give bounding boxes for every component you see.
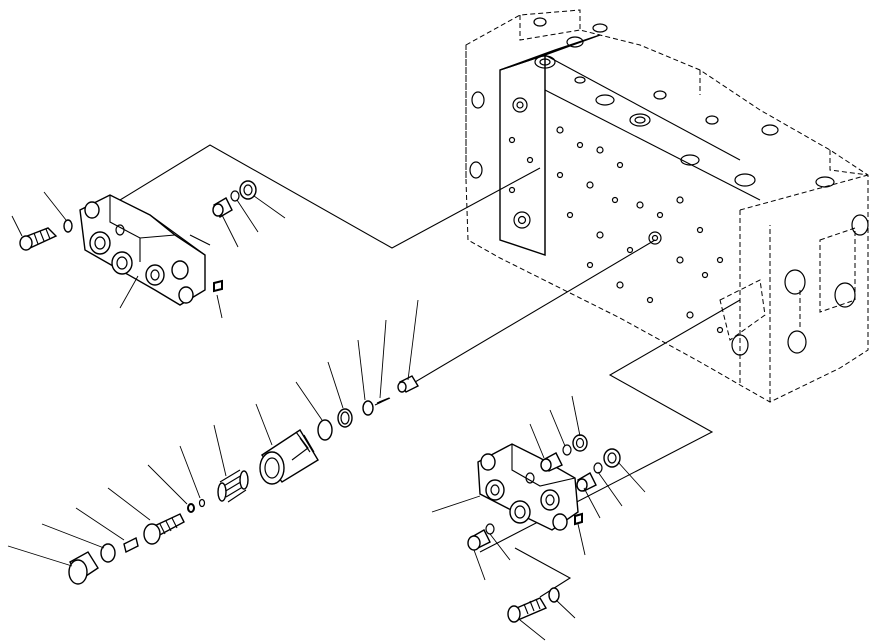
- o-ring-upper: [230, 190, 240, 202]
- adjust-screw: [143, 513, 185, 545]
- lower-cover-assembly: [431, 395, 646, 641]
- cartridge-sleeve: [259, 429, 319, 485]
- bolt-upper: [19, 227, 58, 251]
- o-ring-lower-c: [485, 523, 495, 535]
- cap-nut: [68, 551, 99, 585]
- o-ring-a: [362, 400, 374, 416]
- o-ring-lower-b: [593, 462, 603, 474]
- lower-plug-b: [576, 472, 597, 492]
- lower-pin: [574, 512, 583, 526]
- small-spring: [374, 397, 391, 406]
- upper-cover-block: [79, 194, 211, 306]
- ball: [198, 498, 206, 508]
- lock-nut-small: [123, 536, 139, 554]
- upper-cover-assembly: [11, 180, 286, 319]
- main-spring: [217, 469, 249, 503]
- upper-pin: [213, 279, 223, 293]
- lower-plug-a: [540, 452, 563, 472]
- bolt-lower: [507, 597, 548, 623]
- o-ring-c: [100, 543, 116, 563]
- lower-cover-block: [477, 443, 579, 531]
- washer-upper: [63, 219, 73, 233]
- o-ring-b: [317, 419, 333, 441]
- o-ring-lower-a: [562, 444, 572, 456]
- upper-seal: [239, 180, 257, 200]
- seat: [187, 503, 195, 513]
- lower-screw: [467, 529, 491, 551]
- relief-valve-cartridge: [7, 299, 419, 585]
- control-valve-block: [465, 9, 869, 403]
- washer-lower: [548, 587, 560, 603]
- upper-plug: [212, 197, 233, 218]
- lower-seal-b: [603, 448, 621, 468]
- backup-ring: [337, 408, 353, 428]
- cartridge-plug: [397, 375, 419, 393]
- valve-hole-pattern: [556, 126, 724, 334]
- lower-seal-a: [572, 434, 588, 452]
